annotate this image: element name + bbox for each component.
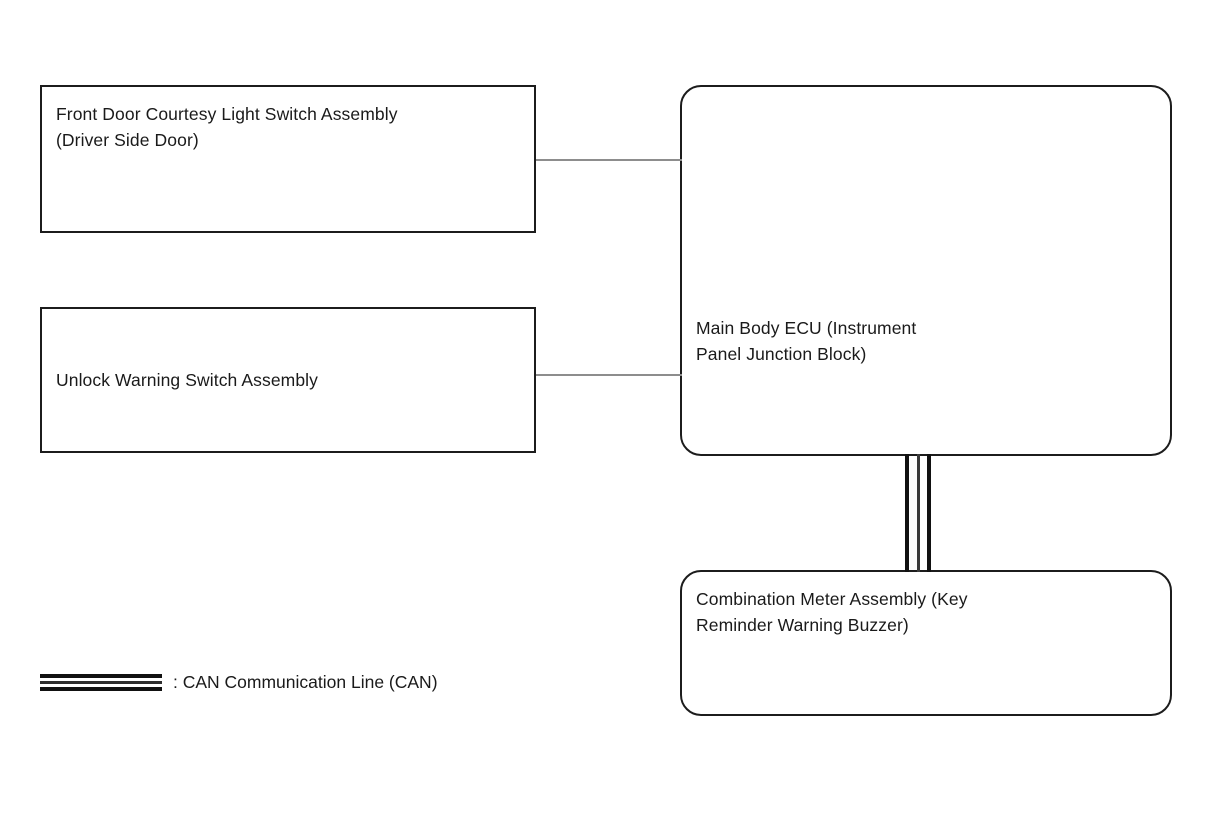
legend-bar-top	[40, 673, 162, 678]
can-bus-stripe-middle	[916, 454, 920, 572]
can-bus-triple-line-symbol-icon	[40, 673, 162, 691]
node-main-body-ecu-label: Main Body ECU (Instrument Panel Junction…	[696, 318, 917, 364]
legend: : CAN Communication Line (CAN)	[40, 672, 438, 692]
can-bus-stripe-left	[905, 454, 909, 572]
node-front-door-courtesy-light-switch-label: Front Door Courtesy Light Switch Assembl…	[56, 104, 398, 150]
node-unlock-warning-switch[interactable]: Unlock Warning Switch Assembly	[40, 307, 536, 453]
node-front-door-courtesy-light-switch[interactable]: Front Door Courtesy Light Switch Assembl…	[40, 85, 536, 233]
node-combination-meter[interactable]: Combination Meter Assembly (Key Reminder…	[680, 570, 1172, 716]
connector-unlock-switch-to-ecu	[536, 374, 682, 376]
node-combination-meter-label: Combination Meter Assembly (Key Reminder…	[696, 589, 968, 635]
node-unlock-warning-switch-label: Unlock Warning Switch Assembly	[56, 370, 319, 390]
legend-bar-middle	[40, 680, 162, 684]
legend-label: : CAN Communication Line (CAN)	[173, 672, 438, 692]
can-bus-ecu-to-combination-meter	[905, 454, 931, 572]
node-main-body-ecu[interactable]: Main Body ECU (Instrument Panel Junction…	[680, 85, 1172, 456]
can-bus-stripe-right	[927, 454, 931, 572]
connector-courtesy-switch-to-ecu	[536, 159, 682, 161]
legend-bar-bottom	[40, 686, 162, 691]
